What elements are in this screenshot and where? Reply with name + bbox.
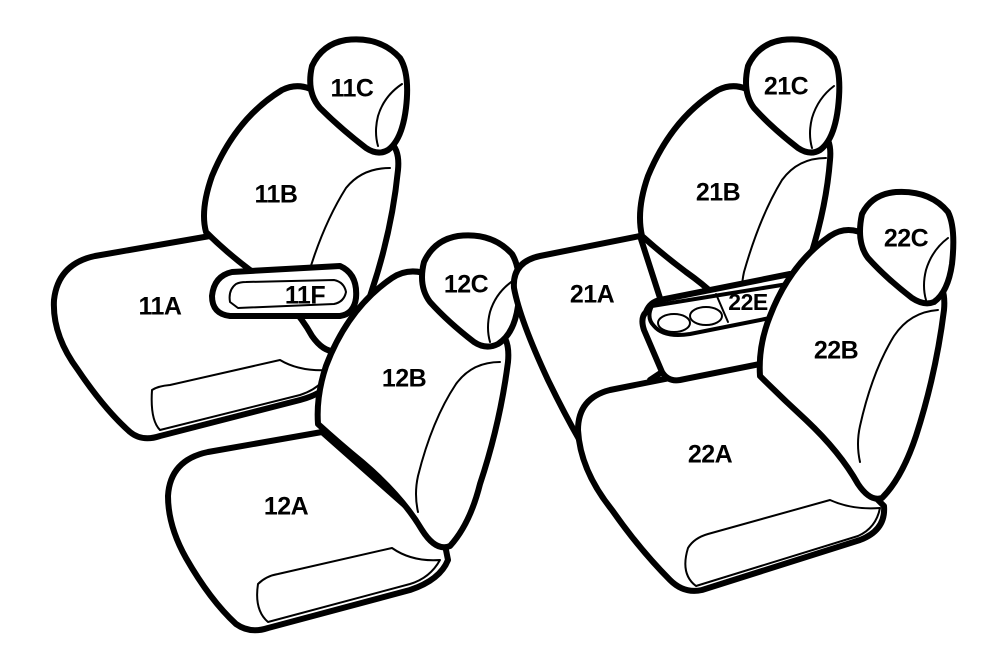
label-11f: 11F xyxy=(285,282,325,310)
seat-12a-cushion xyxy=(165,429,451,634)
label-21a: 21A xyxy=(570,281,615,309)
seat-22b-backrest xyxy=(756,227,948,502)
label-21c: 21C xyxy=(764,73,809,101)
cupholder-right-icon xyxy=(689,306,723,326)
label-22a: 22A xyxy=(688,441,733,469)
label-12b: 12B xyxy=(382,365,426,393)
label-22c: 22C xyxy=(884,225,929,253)
seat-12c-headrest xyxy=(419,232,523,350)
label-12a: 12A xyxy=(264,493,309,521)
label-12c: 12C xyxy=(444,271,489,299)
seat-11c-headrest xyxy=(307,36,411,156)
label-11c: 11C xyxy=(331,75,374,103)
cupholder-left-icon xyxy=(657,313,691,333)
label-22e: 22E xyxy=(728,289,768,315)
seat-12: 12C 12B 12A xyxy=(165,232,523,634)
label-11a: 11A xyxy=(139,293,182,321)
seat-22c-headrest xyxy=(857,188,957,307)
seat-11: 11C 11B 11A 11F xyxy=(50,36,411,442)
seat-21c-headrest xyxy=(743,36,843,156)
label-21b: 21B xyxy=(696,179,740,207)
seat-22: 22E 22C 22B 22A xyxy=(575,188,957,594)
label-11b: 11B xyxy=(255,181,298,209)
seat-11f-armrest xyxy=(209,263,360,319)
label-22b: 22B xyxy=(814,337,858,365)
seat-12b-backrest xyxy=(314,268,512,551)
